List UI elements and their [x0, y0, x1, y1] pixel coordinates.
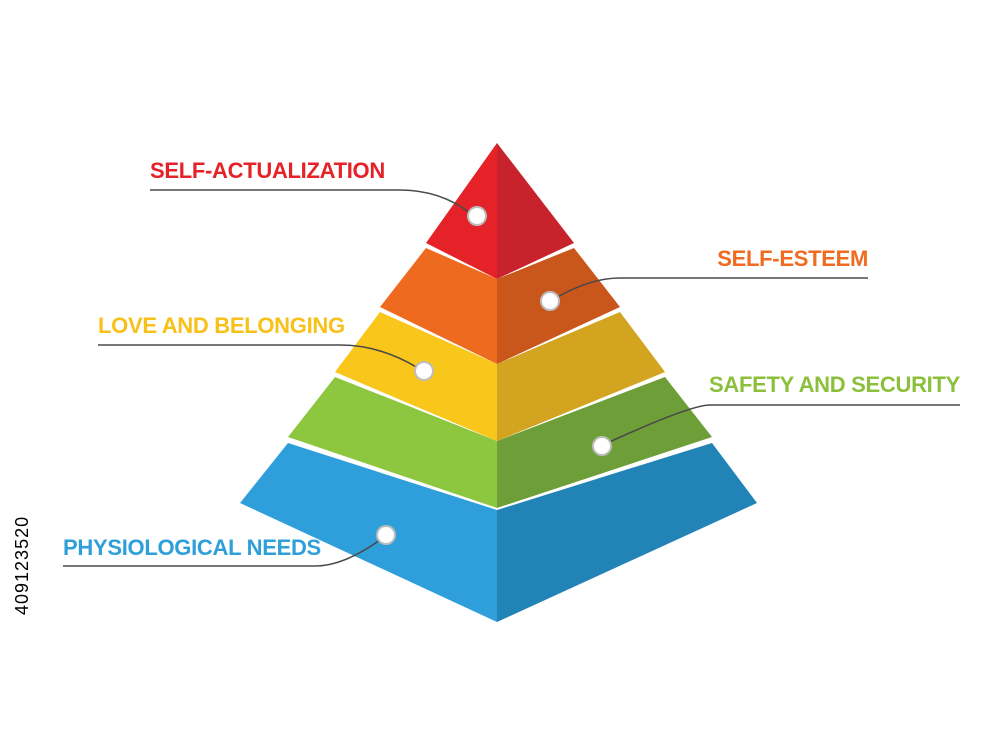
tier-physiological: [240, 443, 757, 622]
label-safety-security: SAFETY AND SECURITY: [709, 372, 961, 397]
leader-line-physiological: [63, 536, 385, 567]
stock-id: 409123520: [12, 516, 32, 615]
marker-dot-safety-security: [592, 436, 612, 456]
leader-line-self-actualization: [150, 189, 471, 214]
tier-self-esteem-left-face: [380, 248, 497, 364]
marker-dot-self-esteem: [540, 291, 560, 311]
leader-line-love-belonging: [98, 344, 419, 369]
marker-dot-love-belonging: [414, 361, 434, 381]
tier-safety-security-left-face: [288, 377, 497, 508]
marker-dot-physiological: [376, 525, 396, 545]
tier-physiological-left-face: [240, 443, 497, 622]
label-self-esteem: SELF-ESTEEM: [717, 246, 868, 271]
marker-dot-self-actualization: [467, 206, 487, 226]
tier-love-belonging-right-face: [497, 312, 665, 441]
label-physiological: PHYSIOLOGICAL NEEDS: [63, 535, 321, 560]
tier-physiological-right-face: [497, 443, 757, 622]
leader-line-self-esteem: [555, 277, 868, 299]
leader-line-safety-security: [604, 404, 960, 445]
label-love-belonging: LOVE AND BELONGING: [98, 313, 345, 338]
tier-self-actualization-left-face: [426, 143, 497, 279]
tier-self-actualization-right-face: [497, 143, 574, 279]
tier-self-actualization: [426, 143, 574, 279]
label-self-actualization: SELF-ACTUALIZATION: [150, 158, 385, 183]
